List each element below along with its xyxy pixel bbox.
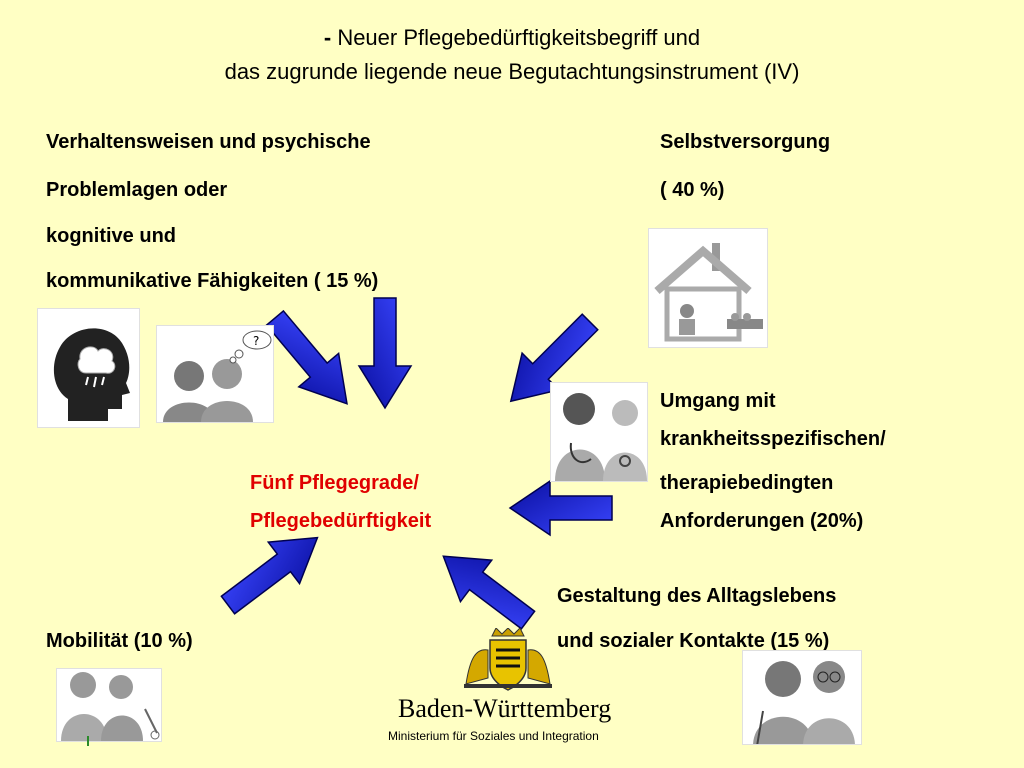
green-mark xyxy=(87,736,89,746)
selfcare-line2: ( 40 %) xyxy=(660,179,725,201)
illness-line1: Umgang mit xyxy=(660,390,776,412)
walker-icon xyxy=(61,672,160,741)
daily-line2: und sozialer Kontakte (15 %) xyxy=(557,630,830,652)
arrow-cognitive-down xyxy=(357,297,413,410)
house-icon xyxy=(654,243,763,342)
arrow-daily xyxy=(442,555,536,630)
svg-text:?: ? xyxy=(253,334,259,348)
cognitive-line1: Verhaltensweisen und psychische xyxy=(46,131,371,153)
cognitive-line4: kommunikative Fähigkeiten ( 15 %) xyxy=(46,270,379,292)
center-line2: Pflegebedürftigkeit xyxy=(250,510,432,532)
ministry-name: Ministerium für Soziales und Integration xyxy=(388,729,599,743)
two-people-talk-icon: ? xyxy=(163,330,272,422)
head-cloud-image xyxy=(37,308,140,428)
elderly-couple-icon xyxy=(753,661,855,744)
page-subtitle: das zugrunde liegende neue Begutachtungs… xyxy=(224,59,800,84)
page-title: - Neuer Pflegebedürftigkeitsbegriff und xyxy=(0,22,1024,54)
medical-people-image xyxy=(550,382,648,482)
coat-of-arms-icon xyxy=(464,627,552,691)
title-dash: - xyxy=(323,25,338,50)
arrow-illness xyxy=(508,479,613,537)
mobility-image xyxy=(56,668,162,742)
doctor-icon xyxy=(555,393,647,481)
selfcare-line1: Selbstversorgung xyxy=(660,131,831,153)
illness-line2: krankheitsspezifischen/ xyxy=(660,428,886,450)
illness-line3: therapiebedingten xyxy=(660,472,834,494)
daily-life-image xyxy=(742,650,862,745)
mobility-line1: Mobilität (10 %) xyxy=(46,630,193,652)
illness-line4: Anforderungen (20%) xyxy=(660,510,864,532)
title-line1: Neuer Pflegebedürftigkeitsbegriff und xyxy=(337,25,701,50)
head-cloud-icon xyxy=(53,328,130,421)
arrow-selfcare xyxy=(509,313,599,403)
cognitive-line2: Problemlagen oder xyxy=(46,179,228,201)
daily-line1: Gestaltung des Alltagslebens xyxy=(557,585,837,607)
center-line1: Fünf Pflegegrade/ xyxy=(250,472,419,494)
coat-of-arms xyxy=(462,627,554,692)
arrow-mobility xyxy=(220,536,319,615)
house-selfcare-image xyxy=(648,228,768,348)
two-people-talk-image: ? xyxy=(156,325,274,423)
cognitive-line3: kognitive und xyxy=(46,225,176,247)
state-name: Baden-Württemberg xyxy=(398,694,612,723)
